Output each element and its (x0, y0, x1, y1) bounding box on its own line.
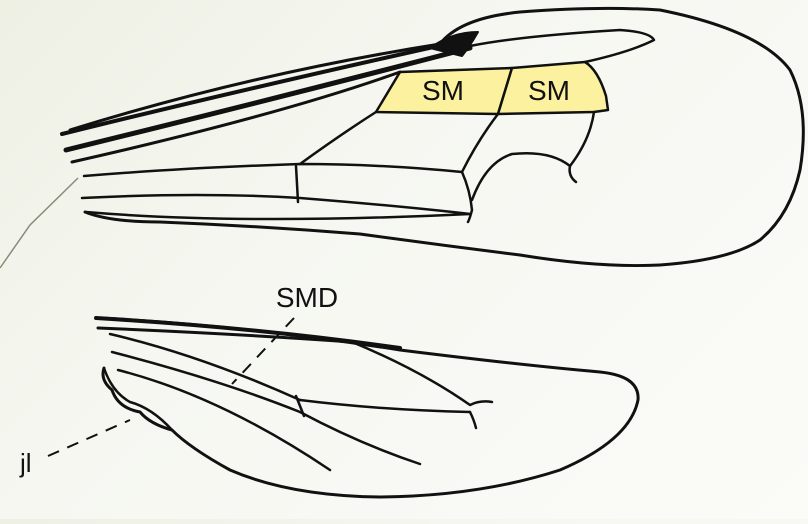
hind-apical-vein (470, 412, 476, 428)
discoidal-vein (462, 114, 498, 172)
anal-vein (86, 212, 470, 219)
jugal-lobe-margin (104, 368, 172, 430)
jl-pointer (48, 420, 130, 456)
stigma (430, 32, 478, 56)
radius-vein (300, 112, 376, 164)
jl-label: jl (19, 448, 32, 478)
hindwing (96, 318, 638, 497)
hind-media-vein (300, 400, 470, 412)
slide-decor-line (0, 178, 78, 268)
smd-label: SMD (276, 282, 338, 313)
sm-label-2: SM (528, 75, 570, 106)
hind-costa-3 (110, 334, 300, 400)
sm-label-1: SM (422, 75, 464, 106)
marginal-cell-vein (470, 30, 654, 62)
apical-vein-2 (570, 166, 576, 182)
cubitus-vein (82, 195, 470, 214)
media-vein (84, 164, 462, 176)
forewing (62, 8, 803, 265)
